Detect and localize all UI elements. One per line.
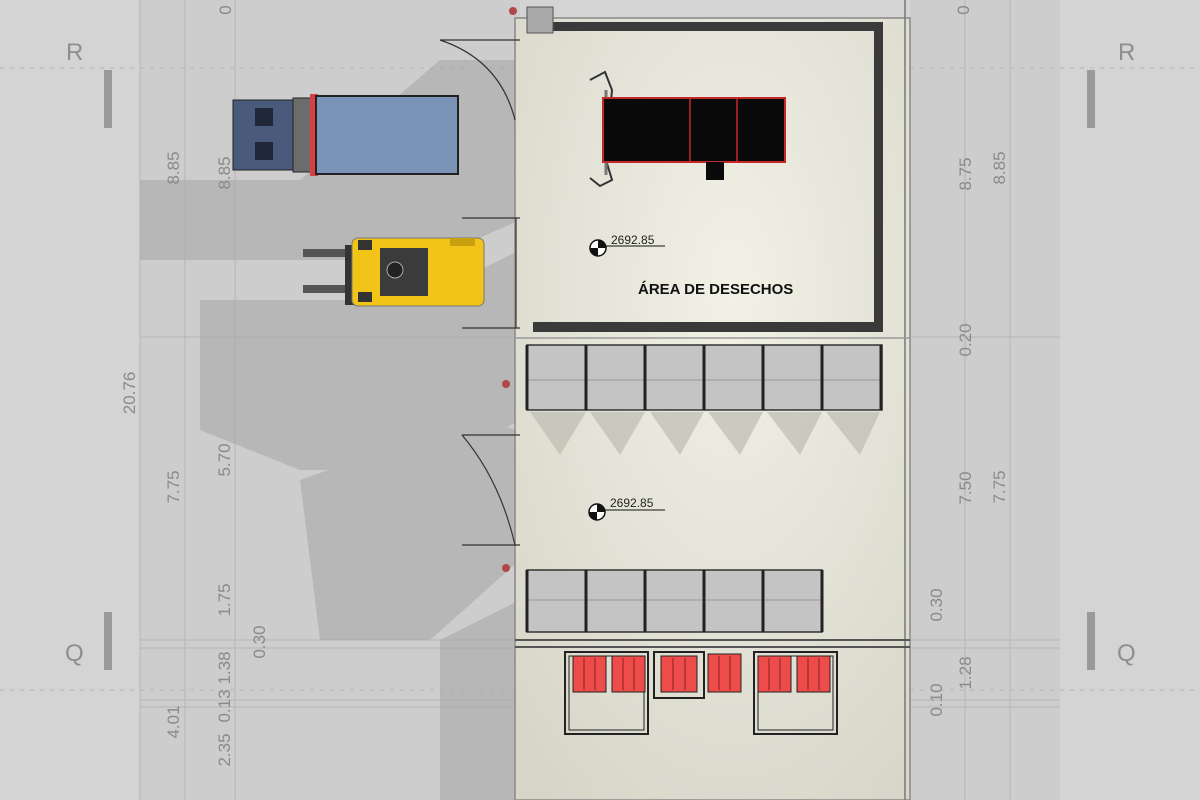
forklift: [303, 237, 485, 307]
dim-right-inner-5: 0.10: [927, 683, 946, 716]
dim-left-inner-4: 1.38: [215, 651, 234, 684]
dim-left-inner-3: 1.75: [215, 583, 234, 616]
truck: [232, 94, 459, 176]
area-label: ÁREA DE DESECHOS: [638, 281, 793, 298]
elevation-label-2: 2692.85: [610, 496, 654, 510]
dim-right-outer-2: 7.75: [990, 470, 1009, 503]
dim-left-inner-5: 0.13: [215, 689, 234, 722]
rack-row-1: [525, 344, 883, 411]
dim-left-outer-1: 20.76: [120, 372, 139, 415]
dim-right-inner-4: 0.30: [927, 588, 946, 621]
waste-bin: [660, 655, 698, 693]
rack-shadows: [530, 412, 880, 455]
doors: [439, 39, 520, 546]
waste-bin: [572, 655, 607, 693]
bin-group: [564, 651, 838, 735]
waste-bin: [796, 655, 831, 693]
elevation-marker-1: 2692.85: [589, 233, 665, 257]
truck-cargo-bed: [315, 95, 459, 175]
dim-left-inner-2: 5.70: [215, 443, 234, 476]
dim-right-outer-1: 8.85: [990, 151, 1009, 184]
waste-bin: [611, 655, 646, 693]
grid-label-r-right: R: [1118, 39, 1135, 66]
dim-left-outer-2: 4.01: [164, 705, 183, 738]
dim-right-inner-3: 7.50: [956, 471, 975, 504]
dim-left-mid-2: 7.75: [164, 470, 183, 503]
dim-right-inner-6: 1.28: [956, 656, 975, 689]
elevation-marker-2: 2692.85: [588, 496, 665, 521]
grid-axis-markers: [104, 70, 1095, 670]
grid-label-q-left: Q: [65, 640, 84, 667]
waste-container: [589, 70, 786, 188]
grid-label-q-right: Q: [1117, 640, 1136, 667]
dim-right-inner-2: 0.20: [956, 323, 975, 356]
waste-bin: [707, 653, 742, 693]
dim-left-inner2-1: 0.30: [250, 625, 269, 658]
elevation-label-1: 2692.85: [611, 233, 655, 247]
grid-markers: [502, 7, 517, 572]
dimension-texts: 0 0 20.76 4.01 8.85 7.75 8.85 5.70 1.75 …: [120, 5, 1009, 766]
dim-top-left: 0: [216, 5, 235, 14]
block-wall: [526, 6, 883, 332]
grid-label-r-left: R: [66, 39, 83, 66]
dim-right-inner-1: 8.75: [956, 157, 975, 190]
dim-left-inner-1: 8.85: [215, 156, 234, 189]
dim-left-inner-6: 2.35: [215, 733, 234, 766]
rack-row-2: [525, 569, 824, 633]
waste-bin: [757, 655, 792, 693]
outer-zone-right: [910, 0, 1060, 800]
dim-left-mid-1: 8.85: [164, 151, 183, 184]
dim-top-right: 0: [954, 5, 973, 14]
